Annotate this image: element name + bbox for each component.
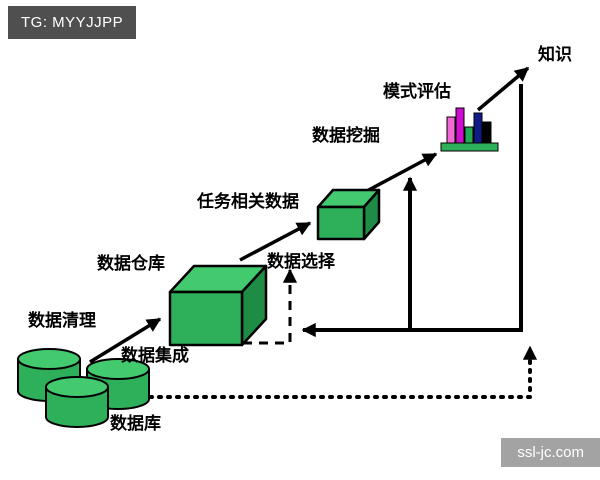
arrow-database-feedback-dotted xyxy=(148,345,538,399)
data-warehouse-cube-icon xyxy=(168,264,268,347)
bar-chart-icon xyxy=(440,107,499,152)
arrow-data-mining xyxy=(364,152,438,194)
cylinder-icon xyxy=(45,376,109,428)
arrow-to-task-data xyxy=(239,221,312,262)
label-data-mining: 数据挖掘 xyxy=(312,126,380,145)
label-data-warehouse: 数据仓库 xyxy=(97,254,165,273)
arrow-knowledge-feedback xyxy=(301,84,523,338)
label-task-relevant-data: 任务相关数据 xyxy=(197,192,299,211)
arrow-to-knowledge xyxy=(476,66,530,112)
label-data-integration: 数据集成 xyxy=(121,346,189,365)
label-pattern-evaluation: 模式评估 xyxy=(383,82,451,101)
site-watermark-badge: ssl-jc.com xyxy=(501,438,600,467)
label-databases: 数据库 xyxy=(110,414,161,433)
label-data-cleaning: 数据清理 xyxy=(28,311,96,330)
label-data-selection: 数据选择 xyxy=(267,252,335,271)
arrow-data-cleaning xyxy=(89,317,162,364)
label-knowledge: 知识 xyxy=(538,45,572,64)
database-cylinders xyxy=(17,348,150,428)
tg-watermark-badge: TG: MYYJJPP xyxy=(8,6,137,39)
task-data-cube-icon xyxy=(316,188,381,241)
